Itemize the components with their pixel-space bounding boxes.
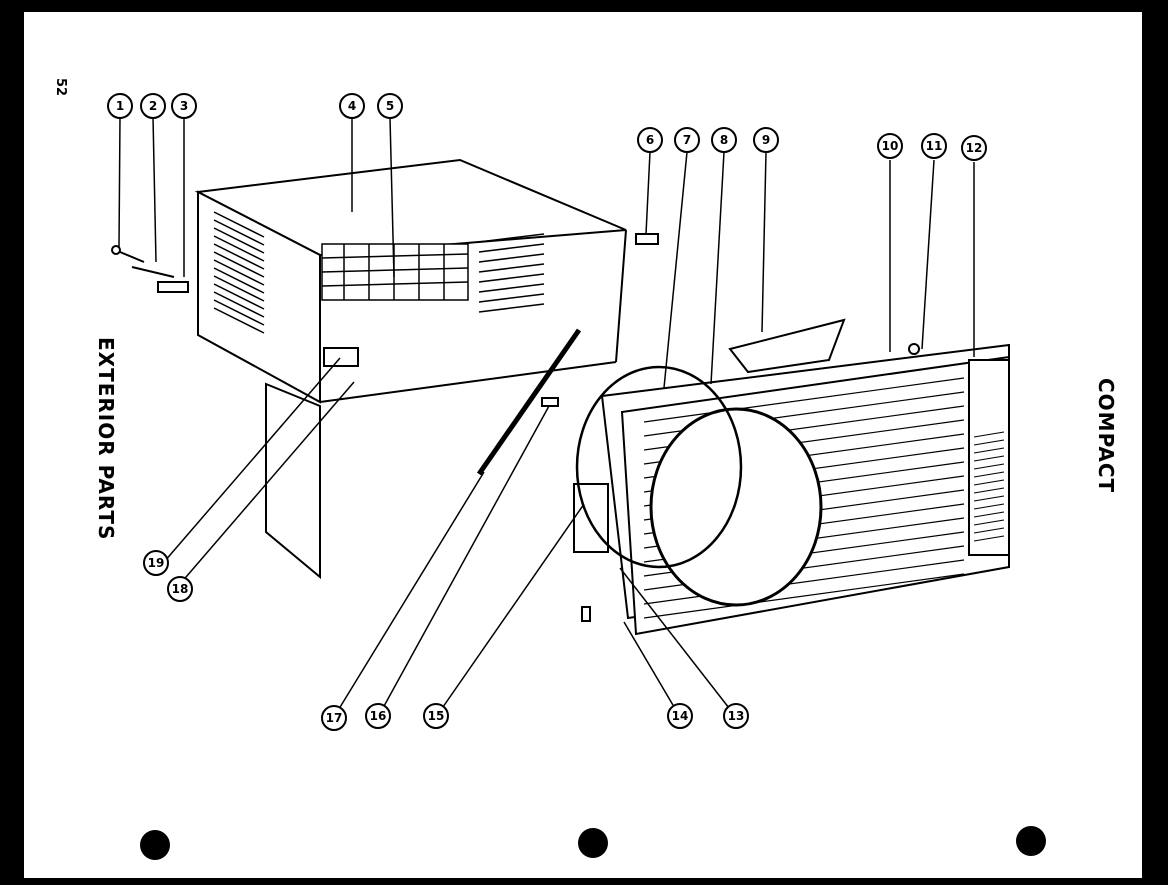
- gasket-ring: [575, 365, 743, 569]
- angle-strip: [476, 328, 582, 476]
- cabinet-outer: [194, 158, 627, 404]
- callout-5: 5: [377, 93, 403, 119]
- screw-16: [541, 397, 559, 407]
- callout-19: 19: [143, 550, 169, 576]
- callout-7: 7: [674, 127, 700, 153]
- side-louver-panel: [968, 359, 1010, 556]
- panel-9: [728, 318, 846, 374]
- callout-3: 3: [171, 93, 197, 119]
- callout-18: 18: [167, 576, 193, 602]
- leader-lines: [118, 116, 975, 718]
- callout-11: 11: [921, 133, 947, 159]
- callout-12: 12: [961, 135, 987, 161]
- callout-17: 17: [321, 705, 347, 731]
- cabinet-back-grille: [321, 243, 469, 301]
- callout-9: 9: [753, 127, 779, 153]
- side-louver-lines: [973, 431, 1005, 542]
- binder-hole-left: [140, 830, 170, 860]
- callout-1: 1: [107, 93, 133, 119]
- binder-hole-right: [1016, 826, 1046, 856]
- section-title-exterior-parts: EXTERIOR PARTS: [94, 337, 118, 541]
- callout-4: 4: [339, 93, 365, 119]
- model-title-compact: COMPACT: [1094, 378, 1118, 494]
- parts-sheet: 52 EXTERIOR PARTS COMPACT 1 2 3 4 5 6 7 …: [24, 12, 1142, 878]
- cabinet-inner-louvers: [478, 233, 545, 313]
- fan-opening: [649, 407, 823, 607]
- clip-3: [157, 281, 189, 293]
- callout-13: 13: [723, 703, 749, 729]
- exploded-view-drawing: [111, 116, 1010, 718]
- knob-11: [908, 343, 920, 355]
- callout-10: 10: [877, 133, 903, 159]
- spring-clip-14: [581, 606, 591, 622]
- bracket-19: [323, 347, 359, 367]
- page-number: 52: [53, 78, 68, 97]
- callout-16: 16: [365, 703, 391, 729]
- callout-14: 14: [667, 703, 693, 729]
- callout-8: 8: [711, 127, 737, 153]
- callout-15: 15: [423, 703, 449, 729]
- cabinet-side-louvers: [213, 211, 265, 334]
- bracket-6: [635, 233, 659, 245]
- callout-2: 2: [140, 93, 166, 119]
- callout-6: 6: [637, 127, 663, 153]
- side-panel: [265, 382, 321, 580]
- screw-1: [111, 245, 121, 255]
- binder-hole-center: [578, 828, 608, 858]
